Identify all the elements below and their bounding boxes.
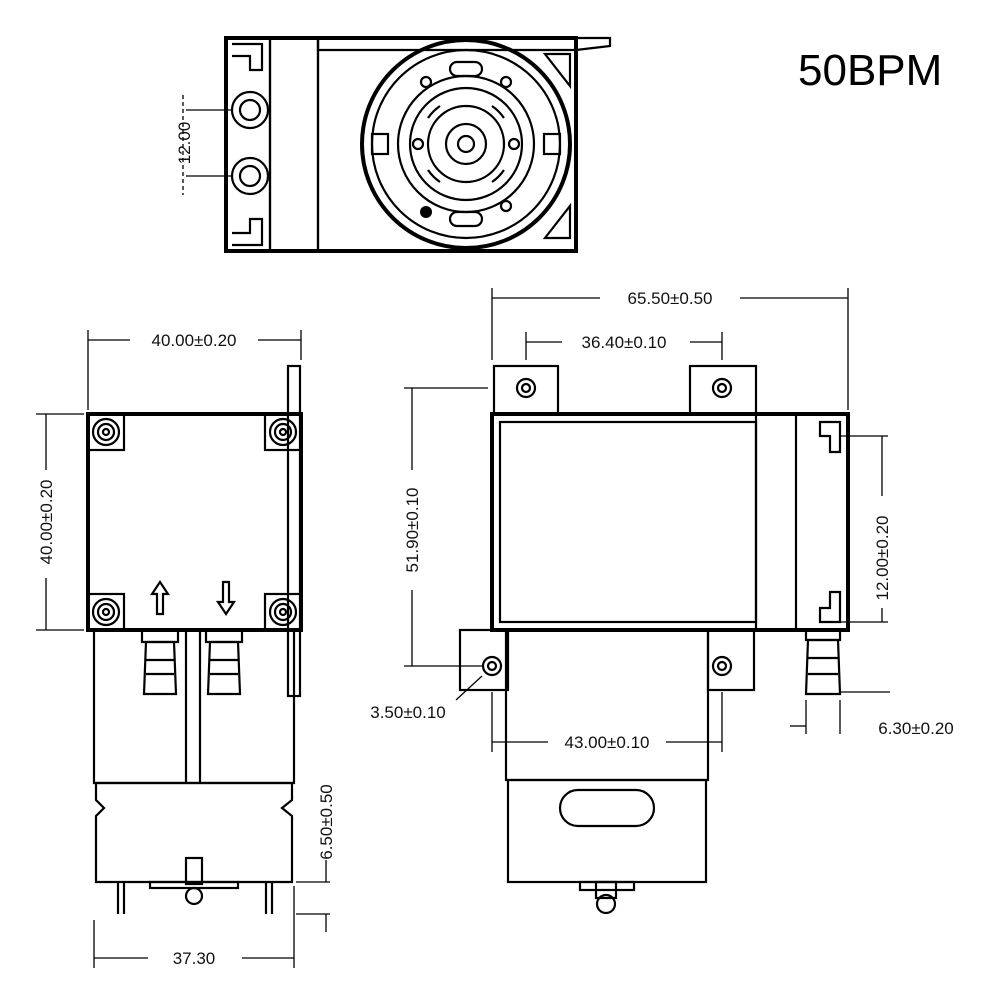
dim-hole-spacing-top: 36.40±0.10 xyxy=(525,332,723,360)
dim-overall-length: 65.50±0.50 xyxy=(491,288,849,410)
dim-height-to-hole: 51.90±0.10 xyxy=(403,387,488,667)
dim-label-overall-length: 65.50±0.50 xyxy=(628,289,713,308)
top-view xyxy=(224,36,612,253)
dim-label-top-port-spacing: 12.00 xyxy=(175,122,194,165)
dim-front-height: 40.00±0.20 xyxy=(36,413,84,631)
side-view xyxy=(458,364,850,915)
dim-label-nozzle-diameter: 6.30±0.20 xyxy=(878,719,954,738)
front-view xyxy=(86,364,303,914)
dim-label-hole-spacing-top: 36.40±0.10 xyxy=(582,333,667,352)
dim-label-base-width: 37.30 xyxy=(173,949,216,968)
dim-side-port-spacing: 12.00±0.20 xyxy=(840,435,892,623)
dim-label-hole-diameter: 3.50±0.10 xyxy=(370,703,446,722)
dim-hole-diameter: 3.50±0.10 xyxy=(370,675,483,722)
dim-label-side-port-spacing: 12.00±0.20 xyxy=(873,516,892,601)
dim-label-bottom-depth: 6.50±0.50 xyxy=(317,784,336,860)
dim-hole-spacing-bottom: 43.00±0.10 xyxy=(491,692,723,752)
dim-front-width: 40.00±0.20 xyxy=(87,330,302,410)
dim-bottom-depth: 6.50±0.50 xyxy=(296,784,336,932)
dim-label-front-width: 40.00±0.20 xyxy=(152,331,237,350)
dim-nozzle-diameter: 6.30±0.20 xyxy=(790,691,954,738)
dim-base-width: 37.30 xyxy=(93,886,295,968)
dim-top-port-spacing: 12.00 xyxy=(175,95,232,195)
dim-label-hole-spacing-bottom: 43.00±0.10 xyxy=(565,733,650,752)
dim-label-height-to-hole: 51.90±0.10 xyxy=(403,488,422,573)
model-title: 50BPM xyxy=(798,46,942,95)
dim-label-front-height: 40.00±0.20 xyxy=(37,480,56,565)
